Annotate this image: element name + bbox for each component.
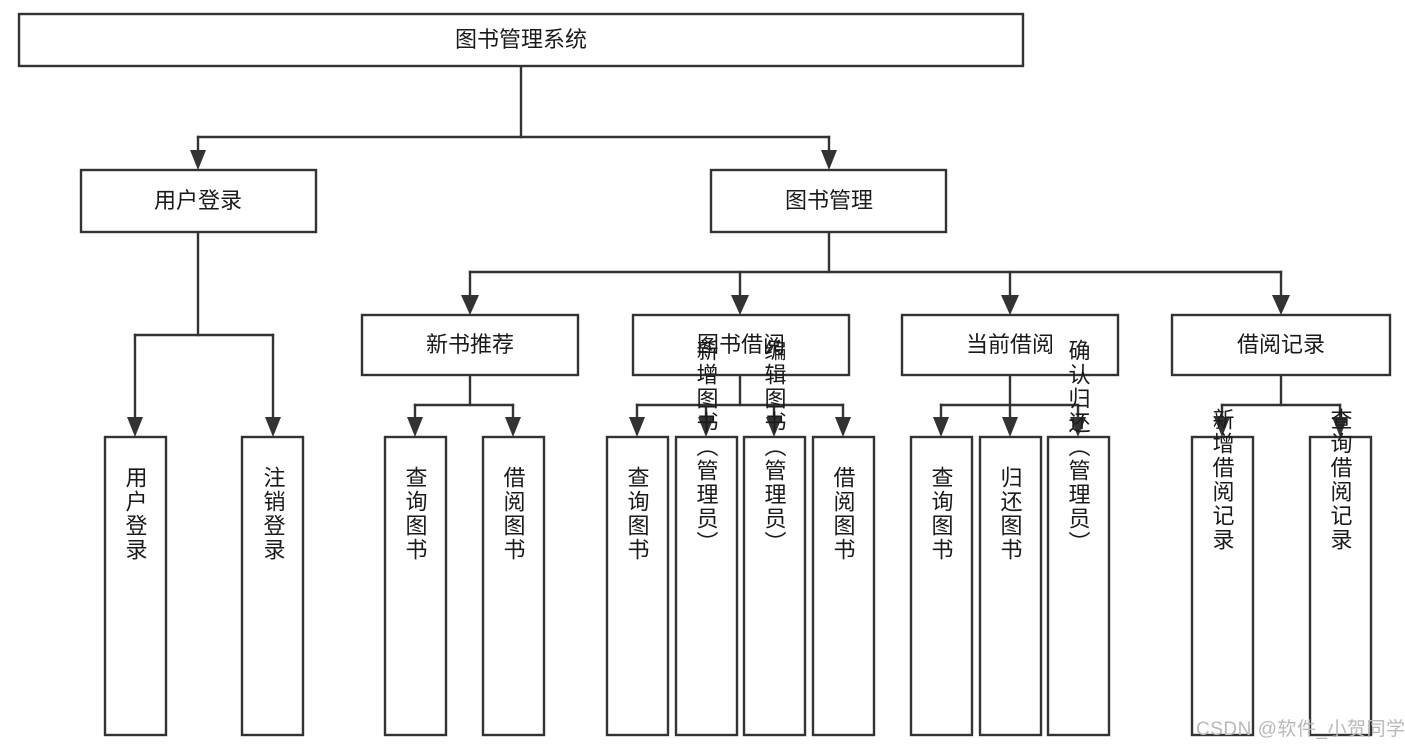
arrow-leaf-current-query	[933, 417, 949, 437]
leaf-recommend-query-book-label: 查询图书	[403, 466, 428, 562]
leaf-borrow-lend-book[interactable]: 借阅图书	[811, 435, 876, 737]
leaf-recommend-borrow-book-box[interactable]	[481, 435, 546, 737]
leaf-current-return-book-box[interactable]	[978, 435, 1043, 737]
leaf-borrow-add-book-box[interactable]	[674, 435, 739, 737]
leaf-recommend-borrow-book[interactable]: 借阅图书	[481, 435, 546, 737]
leaf-borrow-lend-book-label: 借阅图书	[831, 466, 856, 562]
leaf-recommend-query-book[interactable]: 查询图书	[383, 435, 448, 737]
node-book-management-label: 图书管理	[785, 188, 873, 213]
leaf-logout-box[interactable]	[240, 435, 305, 737]
arrow-leaf-recommend-query	[407, 417, 423, 437]
leaf-current-confirm-return[interactable]: 确认归还（管理员）	[1046, 339, 1111, 737]
leaf-current-confirm-return-label: 确认归还（管理员）	[1066, 339, 1091, 555]
leaf-record-query-label: 查询借阅记录	[1328, 408, 1353, 552]
leaf-borrow-query-book-label: 查询图书	[625, 466, 650, 562]
arrow-leaf-borrow-add	[698, 417, 714, 437]
arrow-to-record	[1272, 295, 1290, 315]
node-current-borrow-label: 当前借阅	[966, 332, 1054, 357]
node-book-management[interactable]: 图书管理	[709, 168, 948, 234]
connector-layer	[127, 64, 1348, 437]
leaf-recommend-query-book-box[interactable]	[383, 435, 448, 737]
node-user-login-box[interactable]	[79, 168, 318, 234]
leaf-current-query-book-box[interactable]	[909, 435, 974, 737]
leaf-borrow-add-book[interactable]: 新增图书（管理员）	[674, 339, 739, 737]
node-book-management-box[interactable]	[709, 168, 948, 234]
node-borrow-record-box[interactable]	[1170, 313, 1392, 377]
leaf-borrow-edit-book[interactable]: 编辑图书（管理员）	[742, 339, 807, 737]
arrow-leaf-borrow-lend	[835, 417, 851, 437]
arrow-leaf-user-login	[127, 417, 143, 437]
leaf-record-query-box[interactable]	[1308, 435, 1373, 737]
leaf-record-query[interactable]: 查询借阅记录	[1308, 408, 1373, 737]
leaf-borrow-edit-book-label: 编辑图书（管理员）	[762, 339, 787, 555]
leaf-borrow-query-book[interactable]: 查询图书	[605, 435, 670, 737]
node-new-book-recommend-label: 新书推荐	[426, 332, 514, 357]
arrow-leaf-recommend-borrow	[505, 417, 521, 437]
leaf-record-add[interactable]: 新增借阅记录	[1190, 408, 1255, 737]
arrow-to-current	[1001, 295, 1019, 315]
arrow-leaf-borrow-edit	[766, 417, 782, 437]
leaf-record-add-label: 新增借阅记录	[1210, 408, 1235, 552]
arrow-leaf-record-query	[1332, 417, 1348, 437]
leaf-user-login-label: 用户登录	[123, 466, 148, 562]
arrow-to-book-mgmt	[821, 150, 837, 170]
arrow-leaf-borrow-query	[629, 417, 645, 437]
arrow-leaf-current-return	[1002, 417, 1018, 437]
leaf-borrow-query-book-box[interactable]	[605, 435, 670, 737]
arrow-leaf-logout	[265, 417, 281, 437]
leaf-user-login-box[interactable]	[103, 435, 168, 737]
arrow-leaf-current-confirm	[1070, 417, 1086, 437]
node-user-login-label: 用户登录	[154, 188, 242, 213]
node-root-system[interactable]: 图书管理系统	[17, 12, 1025, 68]
leaf-borrow-add-book-label: 新增图书（管理员）	[694, 339, 719, 555]
leaf-borrow-lend-book-box[interactable]	[811, 435, 876, 737]
leaf-current-query-book[interactable]: 查询图书	[909, 435, 974, 737]
arrow-leaf-record-add	[1214, 417, 1230, 437]
leaf-recommend-borrow-book-label: 借阅图书	[501, 466, 526, 562]
node-book-borrow-label: 图书借阅	[697, 332, 785, 357]
node-book-borrow[interactable]: 图书借阅	[631, 313, 851, 377]
node-borrow-record-label: 借阅记录	[1237, 332, 1325, 357]
node-root-system-box[interactable]	[17, 12, 1025, 68]
leaf-record-add-box[interactable]	[1190, 435, 1255, 737]
leaf-current-confirm-return-box[interactable]	[1046, 435, 1111, 737]
node-borrow-record[interactable]: 借阅记录	[1170, 313, 1392, 377]
node-new-book-recommend-box[interactable]	[360, 313, 580, 377]
leaf-user-login[interactable]: 用户登录	[103, 435, 168, 737]
node-new-book-recommend[interactable]: 新书推荐	[360, 313, 580, 377]
leaf-logout[interactable]: 注销登录	[240, 435, 305, 737]
arrow-to-borrow	[731, 295, 749, 315]
leaf-current-return-book-label: 归还图书	[998, 466, 1023, 562]
node-book-borrow-box[interactable]	[631, 313, 851, 377]
csdn-watermark: CSDN @软件_小贺同学	[1196, 718, 1405, 740]
arrow-to-user-login	[190, 150, 206, 170]
leaf-current-return-book[interactable]: 归还图书	[978, 435, 1043, 737]
node-current-borrow-box[interactable]	[900, 313, 1120, 377]
leaf-borrow-edit-book-box[interactable]	[742, 435, 807, 737]
arrow-to-recommend	[461, 295, 479, 315]
leaf-current-query-book-label: 查询图书	[929, 466, 954, 562]
node-current-borrow[interactable]: 当前借阅	[900, 313, 1120, 377]
node-root-system-label: 图书管理系统	[455, 27, 587, 52]
node-user-login[interactable]: 用户登录	[79, 168, 318, 234]
leaf-logout-label: 注销登录	[261, 466, 286, 562]
